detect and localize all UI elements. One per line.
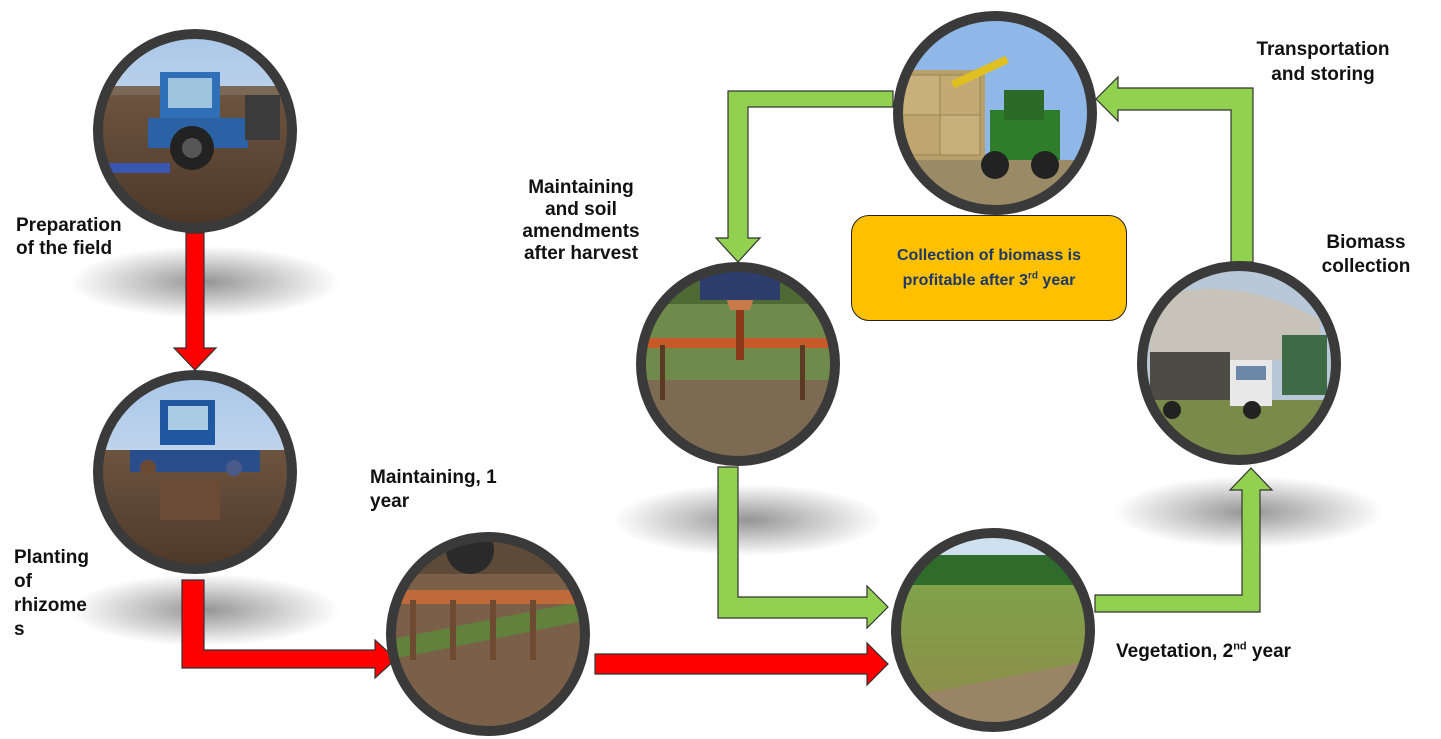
photo-soil-amendments xyxy=(636,262,840,466)
label-maintaining-after-harvest: Maintaining and soil amendments after ha… xyxy=(522,177,640,264)
label-planting: Planting of rhizome s xyxy=(14,547,89,640)
profitability-note: Collection of biomass is profitable afte… xyxy=(851,215,1127,321)
green-arrow-left-down xyxy=(714,90,894,263)
label-maintaining-first-year: Maintaining, 1 year xyxy=(370,467,497,512)
note-line-1: Collection of biomass is xyxy=(896,247,1082,264)
photo-biomass-collection xyxy=(1137,261,1341,465)
label-preparation: Preparation of the field xyxy=(16,215,122,259)
photo-planting-rhizomes xyxy=(93,370,297,574)
label-transportation: Transportation and storing xyxy=(1256,39,1390,85)
photo-maintaining-first-year xyxy=(386,532,590,736)
label-biomass-collection: Biomass collection xyxy=(1321,232,1411,277)
red-arrow-down xyxy=(172,232,218,371)
photo-vegetation-second-year xyxy=(891,528,1095,732)
green-arrow-up-elbow xyxy=(1094,467,1274,613)
green-arrow-down-right xyxy=(717,466,889,630)
note-line-2: profitable after 3rd year xyxy=(902,270,1076,289)
photo-transportation-storing xyxy=(893,11,1097,215)
red-arrow-elbow xyxy=(181,579,397,680)
red-arrow-right xyxy=(594,641,889,687)
green-arrow-up-left xyxy=(1095,75,1254,263)
photo-preparation-of-field xyxy=(93,29,297,233)
label-vegetation: Vegetation, 2nd year xyxy=(1116,640,1292,662)
